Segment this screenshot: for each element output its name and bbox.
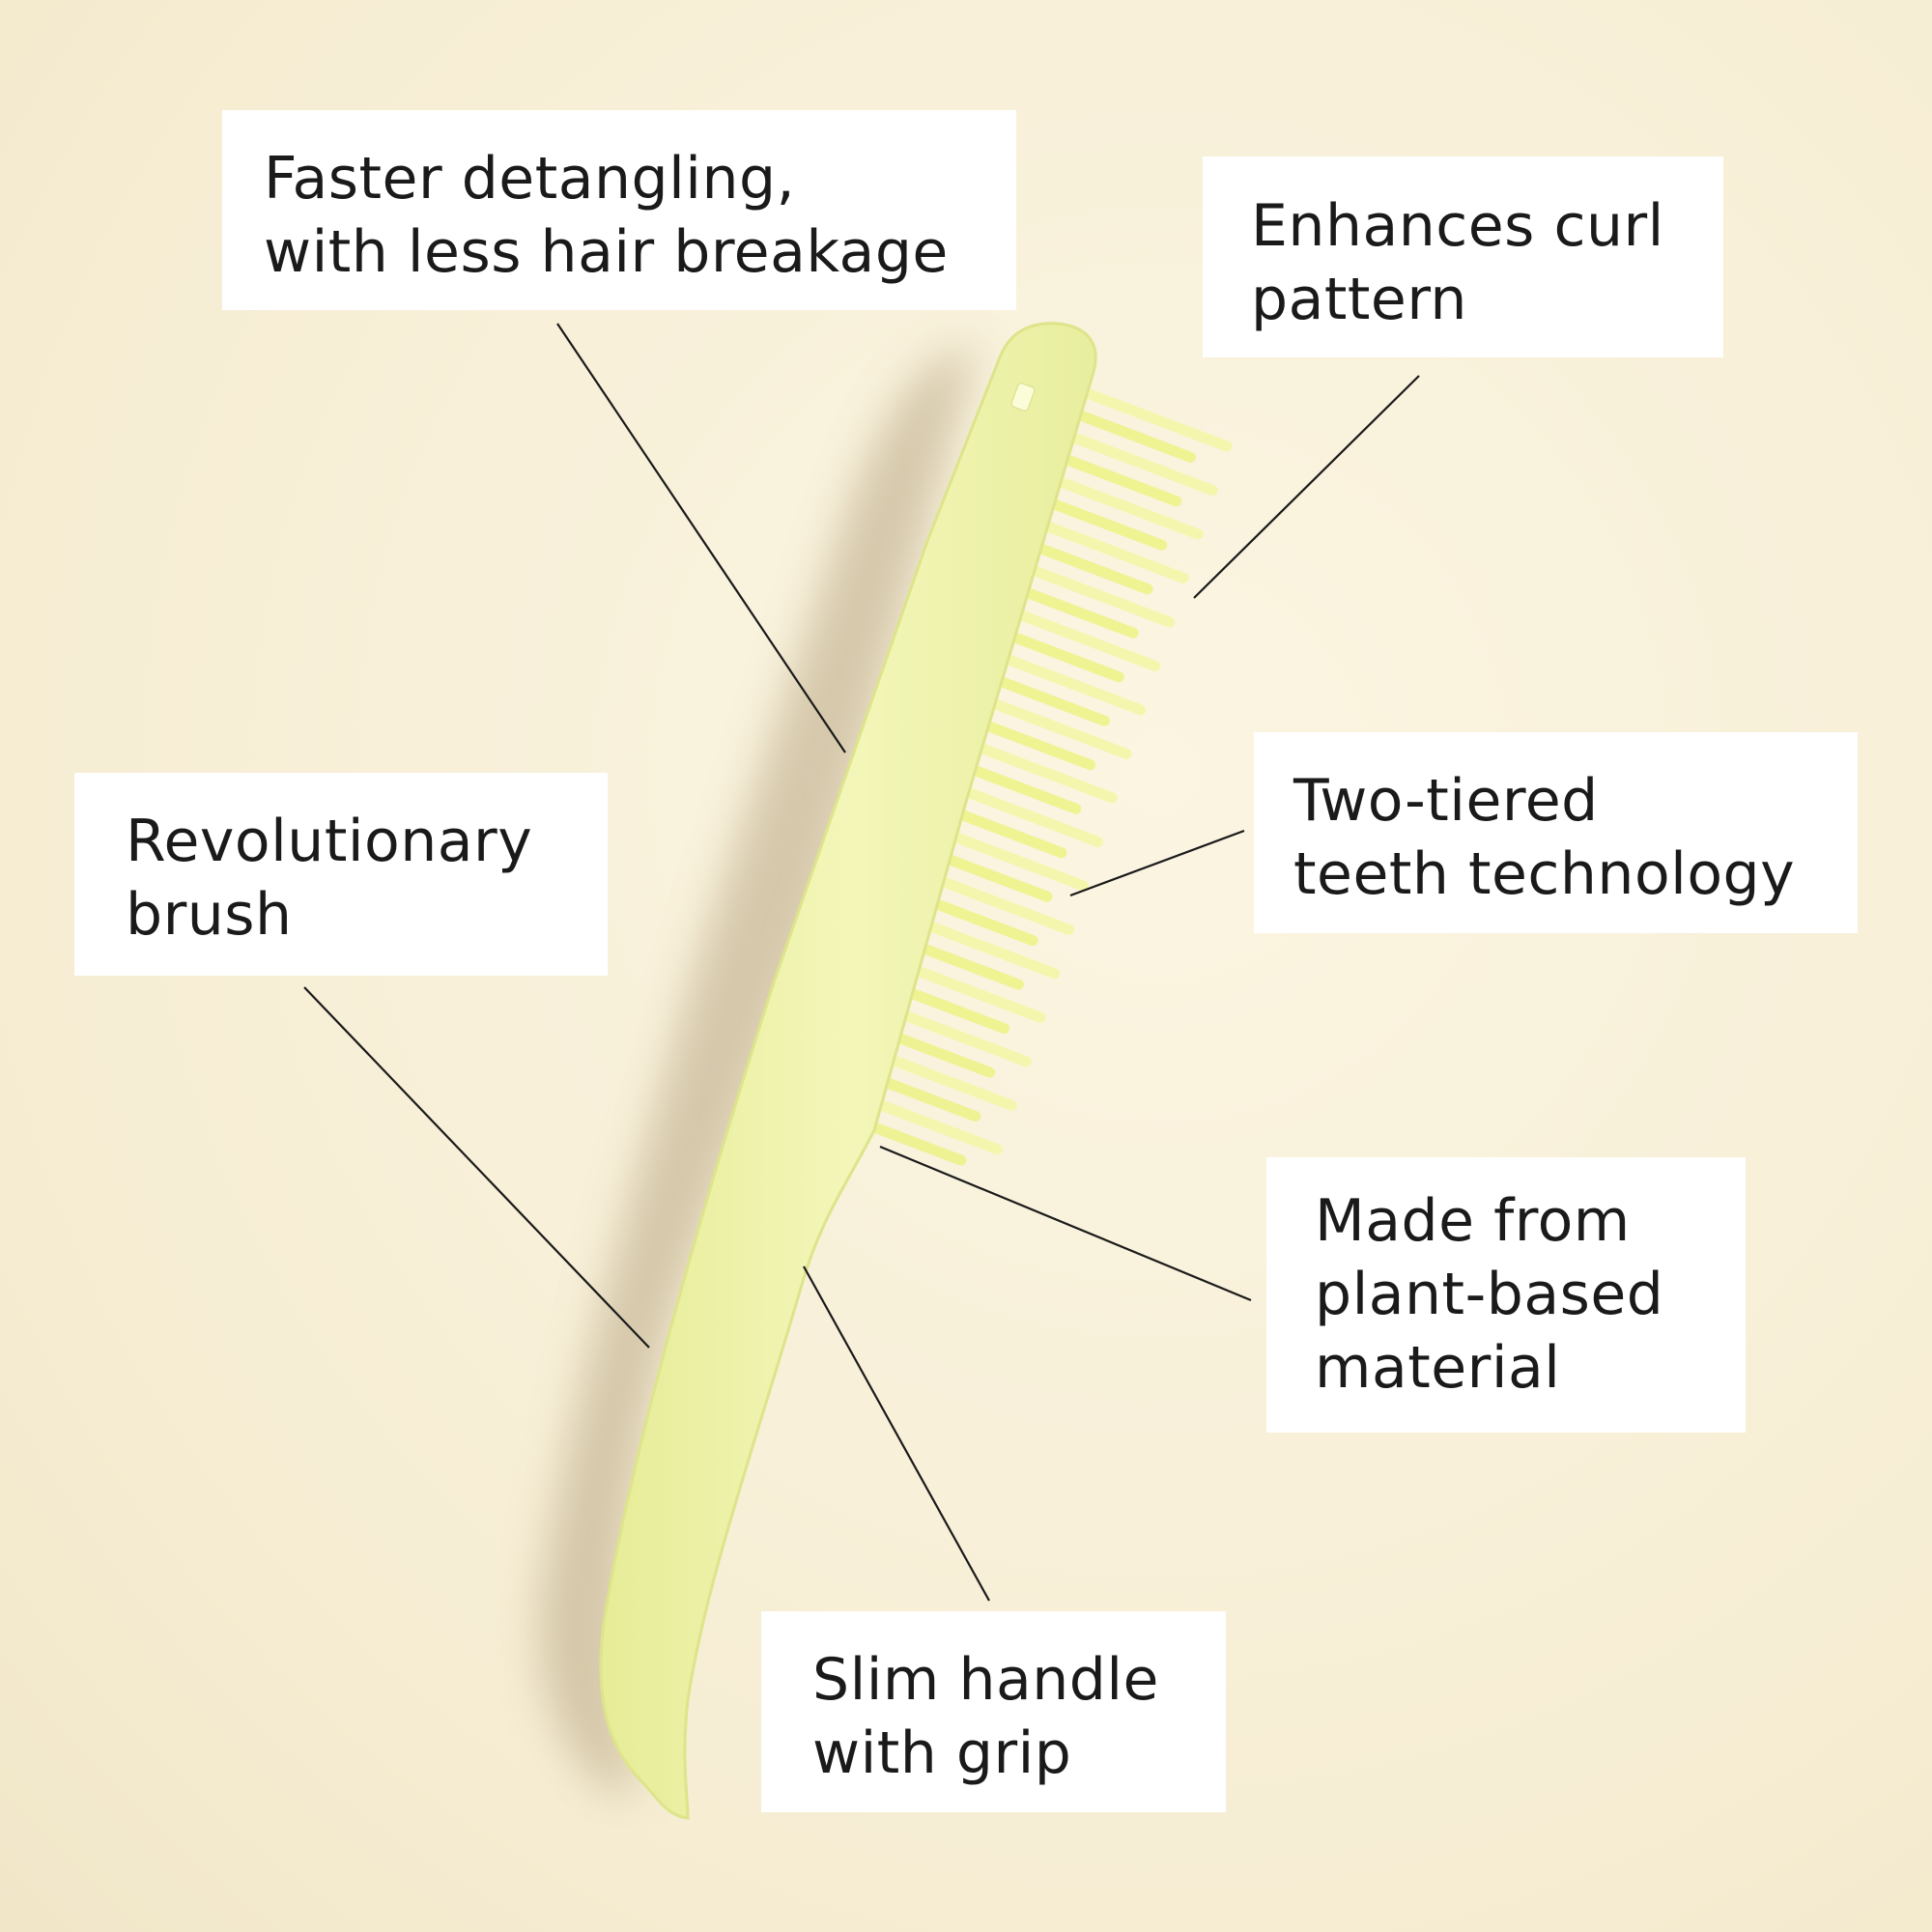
bristle	[883, 1053, 1017, 1111]
callout-revolutionary: Revolutionary brush	[74, 773, 608, 976]
callout-handle: Slim handle with grip	[761, 1611, 1226, 1812]
leader-lines	[303, 323, 1420, 1602]
leader-line-curl	[1193, 375, 1420, 599]
bristle	[902, 986, 1010, 1035]
callout-detangling: Faster detangling, with less hair breaka…	[222, 110, 1016, 310]
bristle	[992, 674, 1110, 726]
callout-text: teeth technology	[1293, 840, 1796, 908]
leader-line-handle	[803, 1265, 990, 1602]
bristle	[1018, 585, 1139, 639]
callout-material: Made from plant-based material	[1266, 1157, 1746, 1433]
callout-text: pattern	[1251, 266, 1467, 333]
leader-line-revolutionary	[303, 986, 650, 1349]
bristle	[960, 786, 1103, 847]
callout-text: with less hair breakage	[264, 218, 949, 286]
bristle	[890, 1031, 996, 1078]
callout-text: plant-based	[1315, 1261, 1664, 1328]
bristle	[967, 764, 1082, 814]
brush-body	[599, 322, 1097, 1820]
bristle	[1044, 497, 1168, 551]
bristle	[922, 920, 1061, 980]
bristle	[1069, 408, 1197, 463]
bristle	[909, 964, 1046, 1023]
bristle	[1057, 452, 1182, 507]
callout-text: Enhances curl	[1251, 192, 1664, 260]
bristle	[980, 719, 1096, 771]
callout-text: Two-tiered	[1293, 767, 1599, 835]
bristle	[1037, 519, 1189, 583]
callout-text: Revolutionary	[126, 808, 533, 875]
bristle	[895, 1009, 1032, 1067]
bristle	[1025, 563, 1176, 628]
bristle	[934, 875, 1075, 935]
callout-teeth: Two-tiered teeth technology	[1254, 732, 1858, 933]
bristle	[1031, 541, 1153, 595]
bristle	[915, 942, 1024, 990]
bristle	[986, 696, 1132, 759]
bristle	[1064, 430, 1218, 496]
leader-line-detangling	[556, 323, 846, 753]
bristle	[1076, 385, 1233, 452]
bristle	[1006, 630, 1124, 683]
callout-text: Made from	[1315, 1187, 1631, 1255]
callout-text: Faster detangling,	[264, 145, 796, 213]
bristle	[864, 1120, 967, 1166]
bristle	[1011, 608, 1161, 671]
callout-text: material	[1315, 1334, 1561, 1402]
bristle	[870, 1097, 1003, 1155]
bristle	[953, 809, 1067, 859]
callout-text: Slim handle	[812, 1646, 1159, 1714]
leader-line-material	[879, 1145, 1252, 1302]
callout-text: with grip	[812, 1719, 1072, 1787]
bristle	[876, 1075, 981, 1122]
bristle	[941, 853, 1053, 902]
bristle	[999, 652, 1147, 716]
brush-hole	[1010, 383, 1036, 412]
callout-text: brush	[126, 881, 293, 949]
bristle	[973, 741, 1118, 804]
bristle	[948, 831, 1090, 892]
bristle	[928, 897, 1038, 947]
brush-teeth	[864, 385, 1233, 1166]
bristle	[1050, 474, 1204, 540]
callout-curl: Enhances curl pattern	[1203, 156, 1723, 357]
leader-line-teeth	[1069, 829, 1245, 897]
